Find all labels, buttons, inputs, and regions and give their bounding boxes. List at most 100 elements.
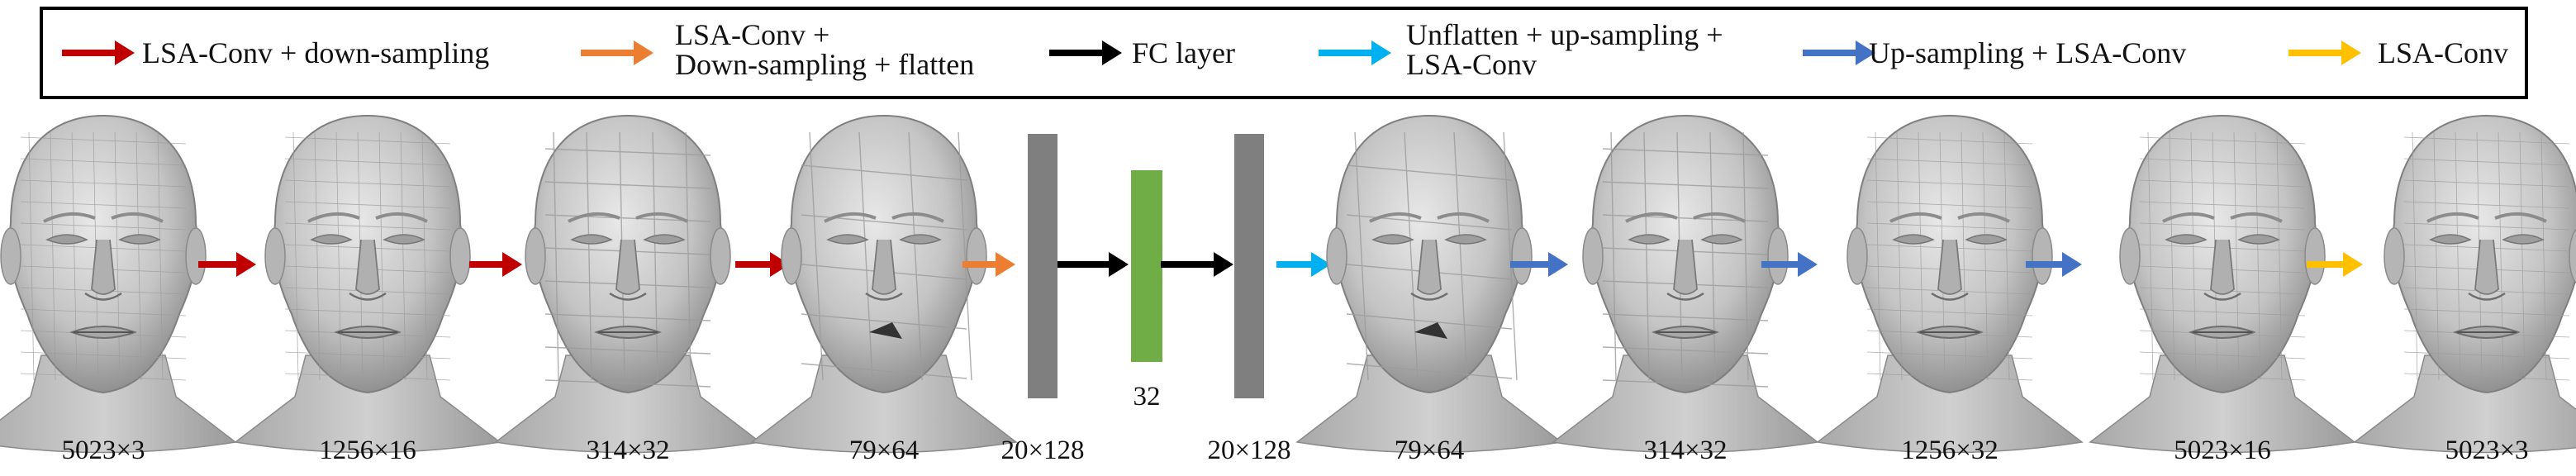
ear-left <box>1326 227 1347 285</box>
mesh-line <box>1982 131 1989 381</box>
mesh-line <box>544 181 711 189</box>
pipeline-arrow-17 <box>1761 252 1818 277</box>
legend-label-lsa-conv-down-flatten: LSA-Conv + <box>675 18 829 51</box>
legend-label-fc-layer: FC layer <box>1132 36 1235 69</box>
eye-left <box>570 234 613 245</box>
mesh-line <box>2403 222 2570 231</box>
eye-right <box>1965 234 2008 245</box>
mesh-line <box>114 131 121 381</box>
mesh-line <box>2003 131 2010 381</box>
arrow-head <box>502 252 522 277</box>
pipeline-arrow-1 <box>198 252 256 277</box>
eye-left <box>2429 234 2472 245</box>
mesh-line <box>292 131 299 381</box>
mesh-line <box>28 131 35 381</box>
arrow-head <box>1311 252 1331 277</box>
nostril-line <box>1666 292 1704 301</box>
mesh-line <box>20 136 187 145</box>
latent-bar <box>1131 170 1162 362</box>
mesh-line <box>2276 131 2283 381</box>
mesh-line <box>1602 181 1769 189</box>
mesh-line <box>284 308 451 317</box>
stage-bar-12: 20×128 <box>1207 134 1291 465</box>
ear-right <box>710 227 731 285</box>
eye-right <box>899 234 942 245</box>
mesh-line <box>2139 373 2306 381</box>
mesh-lines <box>1346 131 1518 381</box>
arrow-head <box>1109 252 1129 277</box>
face-mesh <box>2089 114 2356 454</box>
nose-shape <box>872 239 896 295</box>
nostril-line <box>349 292 387 301</box>
eye-right <box>1700 234 1743 245</box>
stage-mesh-6: 79×64 <box>750 114 1018 465</box>
neck-shape <box>1552 355 1819 454</box>
mesh-line <box>801 164 967 181</box>
pipeline-arrow-15 <box>1510 252 1568 277</box>
mesh-line <box>2403 373 2570 381</box>
ear-right <box>2304 227 2326 285</box>
mesh-line <box>284 222 451 231</box>
legend-arrow-unflatten-up <box>1319 40 1391 65</box>
eye-right <box>643 234 686 245</box>
mesh-line <box>284 136 451 145</box>
pipeline-arrow-13 <box>1276 252 1331 277</box>
eye-left <box>1628 234 1671 245</box>
nostril-line <box>2468 292 2506 301</box>
mesh-line <box>335 131 342 381</box>
mesh-line <box>2498 131 2504 381</box>
mesh-line <box>2139 179 2306 188</box>
mesh-line <box>685 131 692 381</box>
arrow-head <box>1371 40 1391 65</box>
mesh-line <box>1866 179 2033 188</box>
mesh-line <box>1709 131 1716 381</box>
mesh-line <box>2403 201 2570 209</box>
arrow-head <box>770 252 790 277</box>
arrow-head <box>1856 40 1875 65</box>
mesh-line <box>284 201 451 209</box>
dimension-label: 20×128 <box>1000 436 1084 465</box>
nose-shape <box>1937 239 1962 295</box>
mesh-line <box>1346 214 1513 231</box>
mesh-line <box>1602 148 1769 156</box>
brow-shape <box>2426 212 2547 223</box>
dimension-label: 79×64 <box>849 436 920 465</box>
mesh-line <box>157 131 164 381</box>
neck-shape <box>1295 355 1563 454</box>
legend-arrow-lsa-conv-down <box>62 40 135 65</box>
brow-shape <box>307 212 428 223</box>
nostril-line <box>2203 292 2241 301</box>
stage-mesh-14: 79×64 <box>1295 114 1563 465</box>
mesh-line <box>544 379 711 388</box>
legend-item-lsa-conv-down: LSA-Conv + down-sampling <box>62 36 489 69</box>
eye-left <box>1892 234 1935 245</box>
mesh-line <box>1866 201 2033 209</box>
latent-label: 32 <box>1134 382 1161 412</box>
dimension-label: 1256×32 <box>1901 436 1999 465</box>
mesh-line <box>801 214 967 231</box>
mesh-line <box>2190 131 2197 381</box>
mesh-line <box>908 131 923 381</box>
arrow-head <box>1548 252 1568 277</box>
mesh-line <box>958 131 972 381</box>
face-mesh <box>2353 114 2576 454</box>
brow-shape <box>1889 212 2010 223</box>
nose-shape <box>615 239 640 295</box>
mesh-line <box>2403 351 2570 359</box>
mesh-line <box>1875 131 1881 381</box>
mesh-line <box>586 131 592 381</box>
mesh-line <box>284 373 451 381</box>
mesh-line <box>652 131 658 381</box>
legend-label-lsa-conv: LSA-Conv <box>2378 36 2508 69</box>
mesh-line <box>1346 164 1513 181</box>
arrow-head <box>1102 40 1122 65</box>
mesh-line <box>2139 222 2306 231</box>
nose-shape <box>355 239 380 295</box>
mesh-line <box>2139 201 2306 209</box>
mesh-line <box>1961 131 1967 381</box>
mesh-line <box>135 131 142 381</box>
mesh-line <box>20 308 187 317</box>
dimension-label: 5023×16 <box>2174 436 2271 465</box>
mesh-line <box>284 179 451 188</box>
arrow-head <box>2062 252 2082 277</box>
